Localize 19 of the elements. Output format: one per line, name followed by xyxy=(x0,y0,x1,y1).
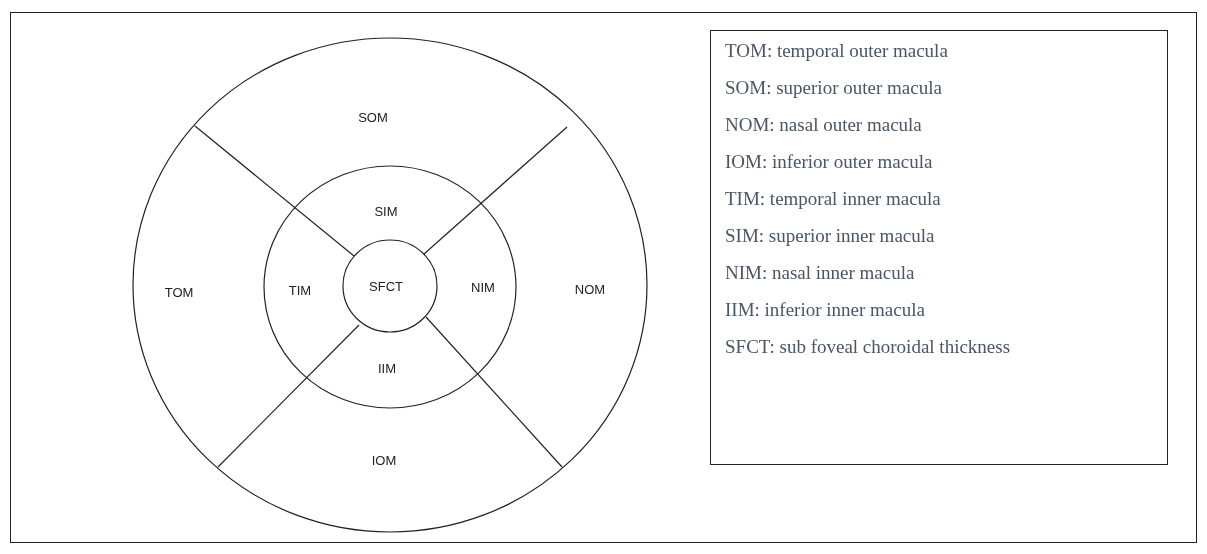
legend-entry: NOM: nasal outer macula xyxy=(725,113,923,137)
legend-entry: SIM: superior inner macula xyxy=(725,224,936,248)
region-label: NIM xyxy=(471,279,495,298)
legend-entry: TOM: temporal outer macula xyxy=(725,39,949,63)
legend-entry: NIM: nasal inner macula xyxy=(725,261,916,285)
region-label: TIM xyxy=(288,282,312,301)
region-label: SOM xyxy=(358,109,388,128)
legend-entry: IIM: inferior inner macula xyxy=(725,298,926,322)
legend-box xyxy=(710,30,1168,465)
legend-entry: SFCT: sub foveal choroidal thickness xyxy=(725,335,1012,359)
region-label: NOM xyxy=(574,281,606,300)
region-label: IOM xyxy=(371,452,397,471)
legend-entry: TIM: temporal inner macula xyxy=(725,187,942,211)
region-label: TOM xyxy=(164,284,194,303)
legend-entry: IOM: inferior outer macula xyxy=(725,150,934,174)
region-label: SFCT xyxy=(369,278,403,297)
region-label: SIM xyxy=(374,203,398,222)
region-label: IIM xyxy=(377,360,397,379)
legend-entry: SOM: superior outer macula xyxy=(725,76,943,100)
